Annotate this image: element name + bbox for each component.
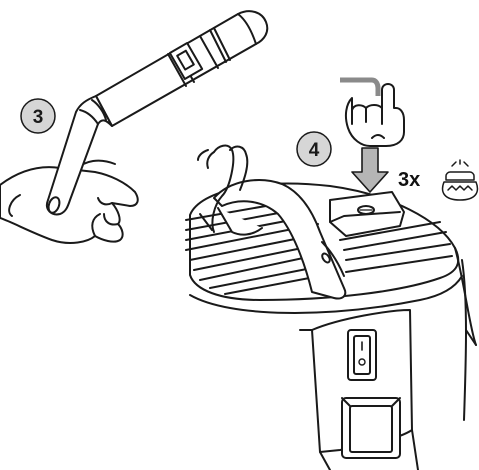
filter-clean-icon	[443, 160, 478, 200]
step-4-badge: 4	[297, 132, 331, 166]
power-switch-icon	[348, 330, 376, 380]
step-3-number: 3	[33, 107, 44, 128]
vacuum-head-icon	[186, 146, 476, 470]
step-4-illustration	[186, 80, 477, 470]
pointing-hand-icon	[340, 80, 404, 146]
power-socket-icon	[342, 398, 400, 458]
press-count-label: 3x	[398, 169, 420, 191]
step-3-badge: 3	[21, 99, 55, 133]
step-4-number: 4	[309, 140, 320, 161]
down-arrow-icon	[352, 148, 388, 192]
